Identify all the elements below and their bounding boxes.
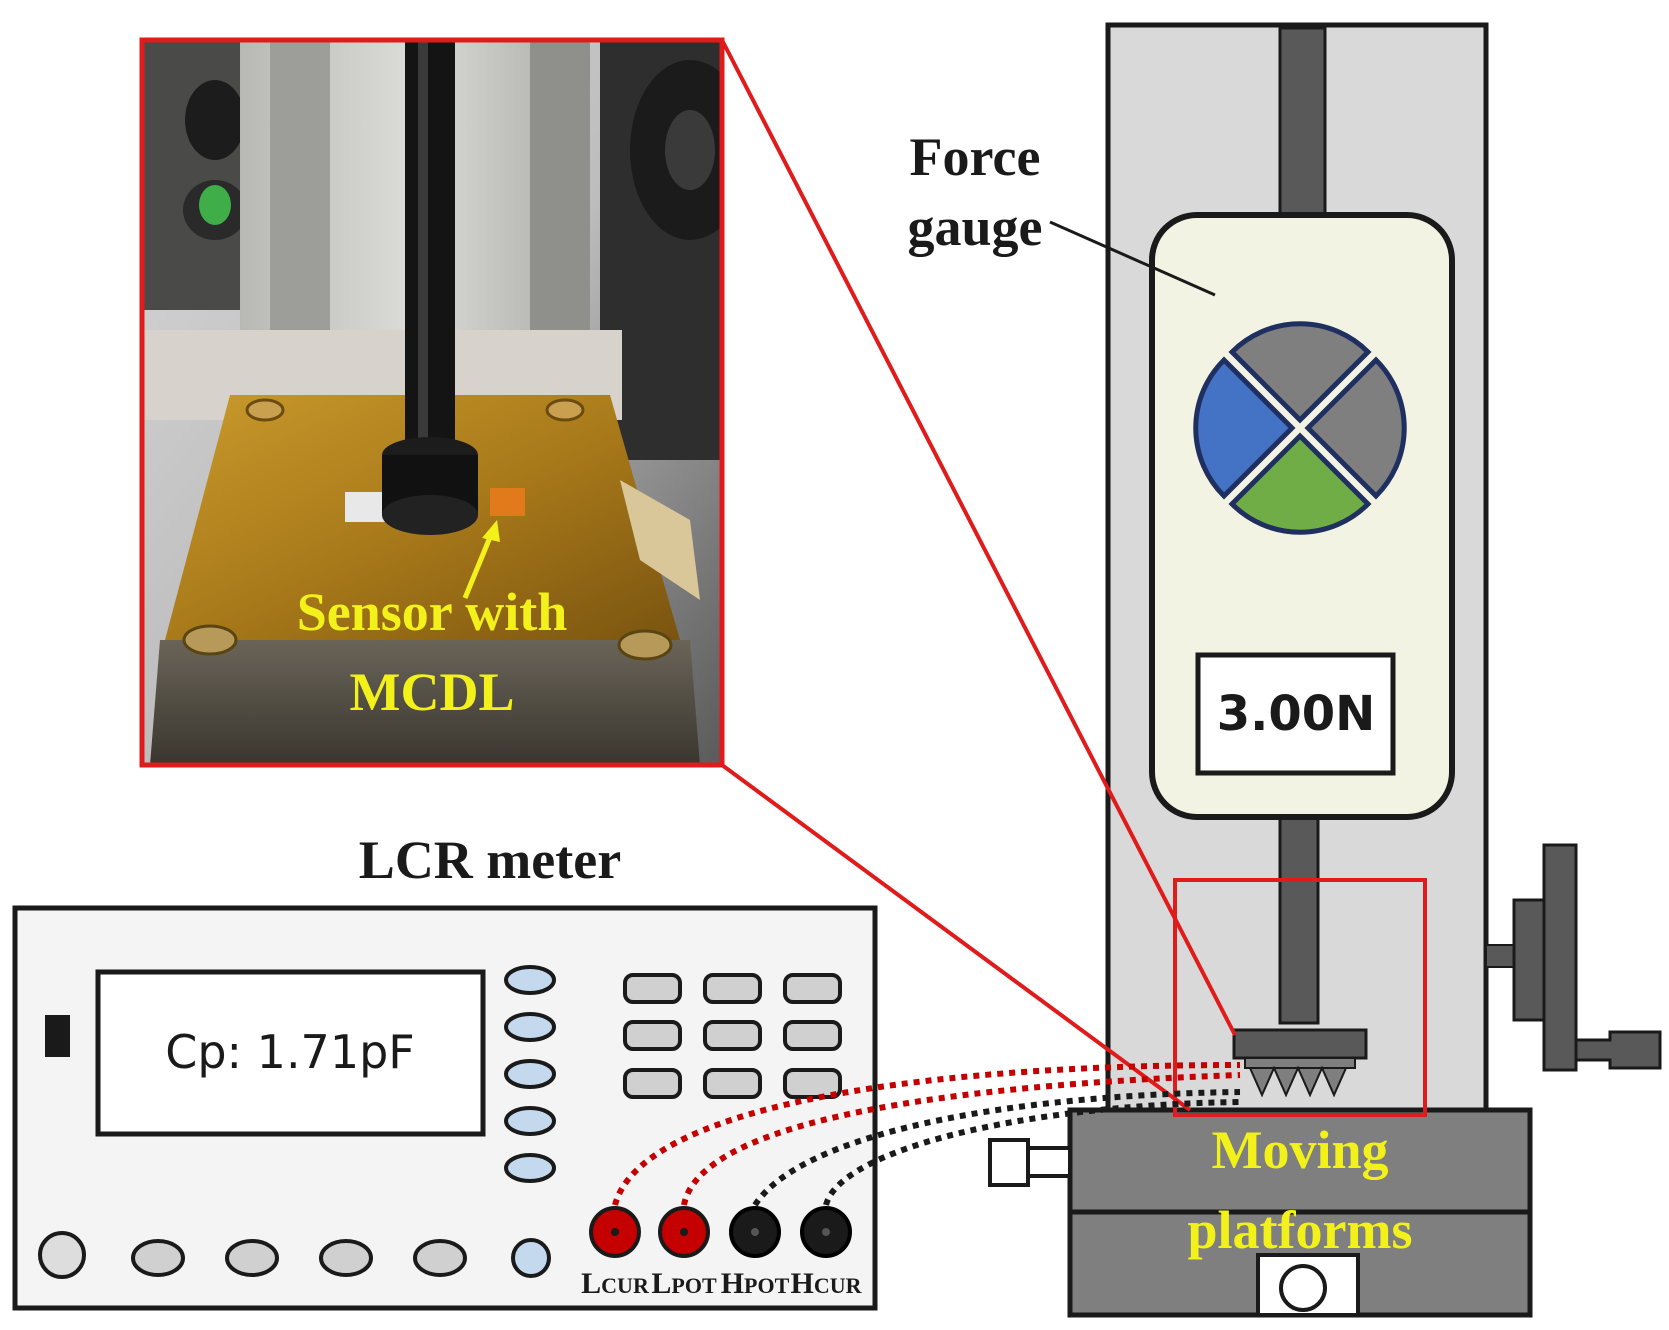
keypad-key[interactable] (623, 1068, 682, 1099)
cable-lcur (612, 1062, 1241, 1206)
force-gauge-label-line2: gauge (908, 197, 1043, 257)
bottom-oval-button[interactable] (319, 1239, 373, 1277)
zoom-line-bottom (720, 763, 1192, 1112)
crank-handle (1574, 1030, 1662, 1070)
zoom-highlight-box (1173, 878, 1427, 1117)
terminal-lcur[interactable] (589, 1206, 641, 1258)
crank-arm (1542, 843, 1578, 1072)
cable-hpot (752, 1089, 1241, 1207)
force-gauge-leader-line (1049, 220, 1216, 297)
keypad-key[interactable] (623, 1020, 682, 1051)
keypad (623, 973, 842, 1099)
keypad-key[interactable] (623, 973, 682, 1004)
lcr-meter-title: LCR meter (359, 830, 621, 890)
terminal-lpot[interactable] (658, 1206, 710, 1258)
keypad-key[interactable] (703, 1068, 762, 1099)
power-switch[interactable] (45, 1015, 70, 1057)
photo-frame (139, 37, 725, 768)
crank-shaft (1485, 944, 1515, 968)
force-reading: 3.00N (1217, 686, 1376, 742)
probe-tip (1244, 1057, 1356, 1069)
terminal-label-hpot: HPOT (721, 1267, 790, 1300)
capacitance-reading: Cp: 1.71pF (165, 1025, 415, 1079)
photo-caption-line2: MCDL (350, 662, 515, 722)
soft-keys (504, 965, 556, 1183)
bottom-oval-button[interactable] (413, 1239, 467, 1277)
keypad-key[interactable] (703, 1020, 762, 1051)
stand-lower-rod (1278, 816, 1320, 1025)
soft-key[interactable] (504, 965, 556, 995)
bottom-oval-button[interactable] (131, 1239, 185, 1277)
keypad-key[interactable] (703, 973, 762, 1004)
platform-label-line2: platforms (1188, 1200, 1413, 1260)
stand-upper-rod (1278, 26, 1327, 230)
keypad-key[interactable] (783, 973, 842, 1004)
soft-key[interactable] (504, 1106, 556, 1136)
lcr-display (95, 969, 486, 1137)
soft-key[interactable] (504, 1153, 556, 1183)
probe-head (1232, 1028, 1368, 1060)
terminal-label-hcur: HCUR (790, 1267, 862, 1300)
bottom-round-button[interactable] (38, 1231, 86, 1279)
photo-caption-line1: Sensor with (297, 582, 568, 642)
soft-key[interactable] (504, 1059, 556, 1089)
terminal-label-lcur: LCUR (581, 1267, 650, 1300)
bottom-oval-button[interactable] (511, 1238, 551, 1278)
platform-label-line1: Moving (1211, 1120, 1388, 1180)
terminal-hpot[interactable] (729, 1206, 781, 1258)
bottom-buttons (38, 1231, 551, 1279)
bottom-oval-button[interactable] (225, 1239, 279, 1277)
base-slot-hole (1279, 1264, 1327, 1312)
soft-key[interactable] (504, 1012, 556, 1042)
base-knob (988, 1138, 1030, 1187)
base-knob-neck (1026, 1146, 1072, 1178)
crank-plate (1512, 898, 1546, 1022)
force-reading-box (1195, 652, 1396, 776)
terminal-hcur[interactable] (800, 1206, 852, 1258)
terminal-label-lpot: LPOT (651, 1267, 717, 1300)
probe-spikes (1248, 1065, 1348, 1098)
zoom-line-top (720, 39, 1237, 1036)
sensor-photo (142, 40, 722, 765)
cable-hcur (823, 1099, 1241, 1206)
cable-lpot (681, 1072, 1241, 1206)
force-gauge-label-line1: Force (910, 127, 1041, 187)
keypad-key[interactable] (783, 1020, 842, 1051)
gauge-logo-icon (1193, 321, 1407, 535)
